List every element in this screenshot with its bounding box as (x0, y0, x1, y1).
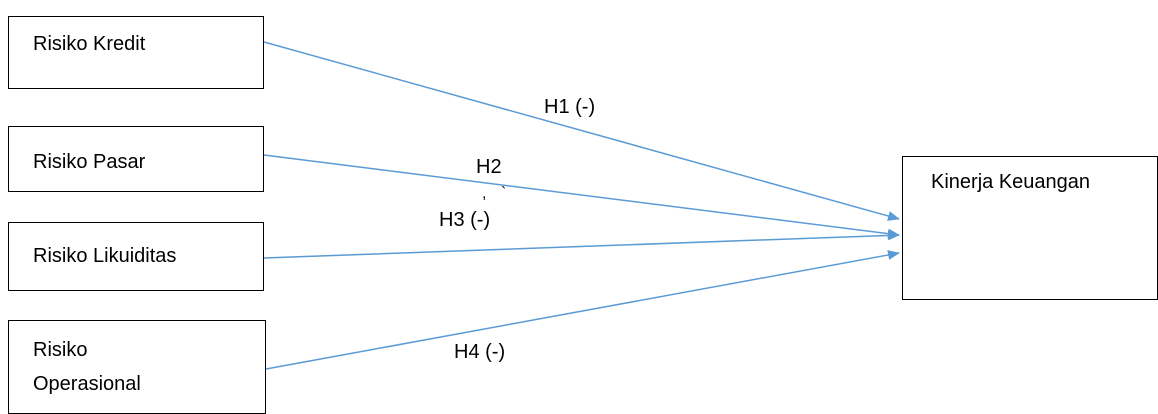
target-box-kinerja-keuangan: Kinerja Keuangan (902, 156, 1158, 300)
hypothesis-label-h4: H4 (-) (454, 341, 506, 363)
stray-mark: , (482, 185, 487, 202)
source-label: Risiko Kredit (33, 33, 146, 55)
source-box-risiko-pasar: Risiko Pasar (8, 126, 264, 192)
hypothesis-label-h2: H2 (476, 156, 502, 178)
arrow-h3 (263, 230, 900, 259)
source-box-risiko-kredit: Risiko Kredit (8, 16, 264, 89)
target-label: Kinerja Keuangan (931, 171, 1091, 193)
source-box-risiko-likuiditas: Risiko Likuiditas (8, 222, 264, 291)
source-label: Risiko Pasar (33, 151, 146, 173)
arrow-h2 (263, 154, 900, 239)
hypothesis-label-h3: H3 (-) (439, 209, 491, 231)
source-box-risiko-operasional: Risiko Operasional (8, 320, 266, 414)
arrow-h1 (263, 41, 900, 221)
source-label: Risiko Likuiditas (33, 245, 177, 267)
arrow-h4 (265, 250, 900, 370)
source-label: Risiko Operasional (33, 339, 141, 395)
hypothesis-label-h1: H1 (-) (544, 96, 596, 118)
stray-mark: ` (501, 185, 507, 202)
